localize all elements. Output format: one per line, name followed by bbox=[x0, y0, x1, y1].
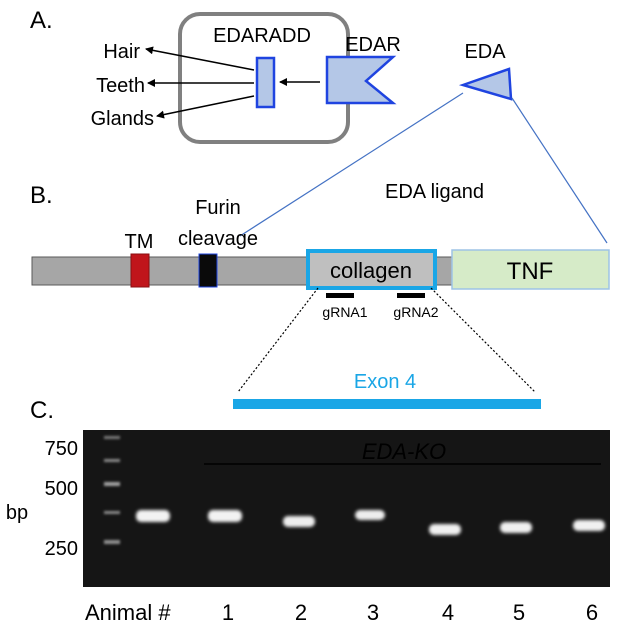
ladder-band bbox=[104, 459, 120, 462]
tm-domain bbox=[130, 253, 150, 288]
tnf-label: TNF bbox=[507, 258, 554, 285]
animal-4-label: 4 bbox=[442, 600, 454, 625]
gel-band-animal-3 bbox=[355, 510, 385, 520]
panel-c-label: C. bbox=[30, 397, 54, 424]
grna1-label: gRNA1 bbox=[322, 304, 367, 320]
furin-label-line2: cleavage bbox=[178, 228, 258, 250]
edaradd-protein bbox=[255, 56, 276, 109]
panel-a-label: A. bbox=[30, 7, 53, 34]
panel-a: A. EDARADD Hair Teeth Glands EDAR EDA bbox=[30, 7, 513, 144]
collagen-label: collagen bbox=[330, 258, 412, 283]
animal-5-label: 5 bbox=[513, 600, 525, 625]
animal-1-label: 1 bbox=[222, 600, 234, 625]
gel-band-animal-4 bbox=[429, 524, 461, 535]
eda-ko-label: EDA-KO bbox=[362, 439, 446, 464]
output-hair: Hair bbox=[103, 41, 140, 63]
arrow-to-hair bbox=[145, 46, 255, 71]
gel-band-wt bbox=[136, 510, 170, 522]
expansion-line-right bbox=[511, 97, 608, 244]
furin-cleavage-site bbox=[198, 253, 218, 288]
ladder-band bbox=[104, 511, 120, 514]
bp-unit-label: bp bbox=[6, 502, 28, 524]
edaradd-label: EDARADD bbox=[213, 25, 311, 47]
ladder-band bbox=[104, 436, 120, 439]
animal-number-label: Animal # bbox=[85, 600, 171, 625]
ladder-band bbox=[104, 540, 120, 544]
eda-label: EDA bbox=[464, 41, 506, 63]
output-glands: Glands bbox=[91, 108, 154, 130]
ladder-label-500: 500 bbox=[45, 478, 78, 500]
gel-band-animal-6 bbox=[573, 520, 605, 531]
gel-band-animal-1 bbox=[208, 510, 242, 522]
edar-receptor bbox=[325, 55, 397, 105]
tnf-domain bbox=[451, 249, 610, 290]
furin-label-line1: Furin bbox=[195, 197, 241, 219]
collagen-domain bbox=[306, 249, 437, 290]
animal-3-label: 3 bbox=[367, 600, 379, 625]
eda-ligand-label: EDA ligand bbox=[385, 181, 484, 203]
expansion-line-left bbox=[239, 92, 464, 237]
arrow-to-glands bbox=[156, 95, 255, 119]
output-teeth: Teeth bbox=[96, 75, 145, 97]
gel-band-animal-2 bbox=[283, 516, 315, 527]
ladder-band bbox=[104, 482, 120, 486]
grna2-bar bbox=[397, 293, 425, 298]
zoom-line-right bbox=[430, 287, 536, 393]
tm-label: TM bbox=[125, 231, 154, 253]
panel-b-label: B. bbox=[30, 182, 53, 209]
ladder-label-750: 750 bbox=[45, 438, 78, 460]
exon4-label: Exon 4 bbox=[354, 371, 416, 393]
edar-label: EDAR bbox=[345, 34, 401, 56]
grna1-bar bbox=[326, 293, 354, 298]
exon4-bar bbox=[233, 399, 541, 409]
gel-image bbox=[83, 430, 610, 587]
eda-ligand-triangle bbox=[458, 67, 513, 101]
grna2-label: gRNA2 bbox=[393, 304, 438, 320]
ladder-label-250: 250 bbox=[45, 538, 78, 560]
panel-c: C. EDA-KO 750 500 250 bp Animal # 1 2 3 … bbox=[6, 397, 610, 625]
panel-b: B. EDA ligand Furin cleavage TM collagen… bbox=[30, 181, 610, 409]
animal-6-label: 6 bbox=[586, 600, 598, 625]
zoom-line-left bbox=[237, 287, 319, 393]
gel-band-animal-5 bbox=[500, 522, 532, 533]
animal-2-label: 2 bbox=[295, 600, 307, 625]
